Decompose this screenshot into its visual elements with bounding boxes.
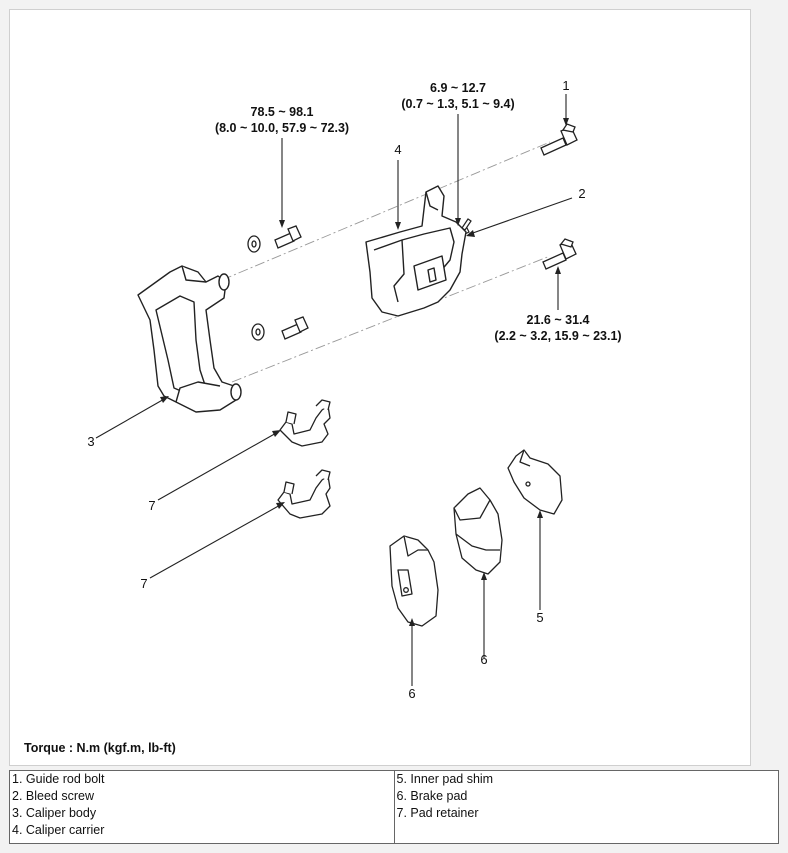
legend-item: 3. Caliper body <box>12 806 97 820</box>
diagram-frame: 78.5 ~ 98.1 (8.0 ~ 10.0, 57.9 ~ 72.3) 6.… <box>9 9 751 766</box>
leader-lines <box>95 94 573 686</box>
legend-item: 2. Bleed screw <box>12 789 94 803</box>
parts-legend-table: 1. Guide rod bolt 2. Bleed screw 3. Cali… <box>9 770 779 844</box>
callout-6-right: 6 <box>480 652 487 667</box>
carrier-bolt-right-part <box>542 238 577 270</box>
torque-bleed-screw-line2: (0.7 ~ 1.3, 5.1 ~ 9.4) <box>401 97 514 111</box>
legend-item: 5. Inner pad shim <box>396 772 494 786</box>
legend-left-column: 1. Guide rod bolt 2. Bleed screw 3. Cali… <box>9 770 395 844</box>
carrier-bolt-upper-part <box>274 225 302 249</box>
legend-item: 4. Caliper carrier <box>12 823 105 837</box>
caliper-body-part <box>365 185 467 317</box>
callout-7-lower: 7 <box>140 576 147 591</box>
callout-1: 1 <box>562 78 569 93</box>
pad-retainer-lower-part <box>277 469 331 519</box>
callout-2: 2 <box>578 186 585 201</box>
brake-pad-left-part <box>389 535 439 627</box>
torque-carrier-bolt-line1: 21.6 ~ 31.4 <box>527 313 590 327</box>
washers <box>247 235 265 341</box>
brake-pad-right-part <box>453 487 503 575</box>
pad-retainer-upper-part <box>279 399 331 447</box>
inner-pad-shim-part <box>507 449 563 515</box>
callout-6-left: 6 <box>408 686 415 701</box>
callout-3: 3 <box>87 434 94 449</box>
exploded-view-diagram: 78.5 ~ 98.1 (8.0 ~ 10.0, 57.9 ~ 72.3) 6.… <box>24 78 622 755</box>
callout-5: 5 <box>536 610 543 625</box>
torque-units-note: Torque : N.m (kgf.m, lb-ft) <box>24 741 176 755</box>
callout-7-upper: 7 <box>148 498 155 513</box>
carrier-bolt-lower-part <box>281 316 309 340</box>
torque-guide-rod-line1: 78.5 ~ 98.1 <box>251 105 314 119</box>
axis-lines <box>221 141 551 383</box>
legend-item: 1. Guide rod bolt <box>12 772 105 786</box>
torque-guide-rod-line2: (8.0 ~ 10.0, 57.9 ~ 72.3) <box>215 121 349 135</box>
callout-4: 4 <box>394 142 401 157</box>
legend-item: 7. Pad retainer <box>396 806 479 820</box>
torque-carrier-bolt-line2: (2.2 ~ 3.2, 15.9 ~ 23.1) <box>494 329 621 343</box>
torque-bleed-screw-line1: 6.9 ~ 12.7 <box>430 81 486 95</box>
guide-rod-bolt-part <box>540 123 578 156</box>
legend-right-column: 5. Inner pad shim 6. Brake pad 7. Pad re… <box>394 771 779 844</box>
legend-item: 6. Brake pad <box>396 789 468 803</box>
caliper-carrier-part <box>137 265 242 413</box>
leader-arrowheads <box>160 118 569 626</box>
legend-row: 1. Guide rod bolt 2. Bleed screw 3. Cali… <box>9 770 779 844</box>
